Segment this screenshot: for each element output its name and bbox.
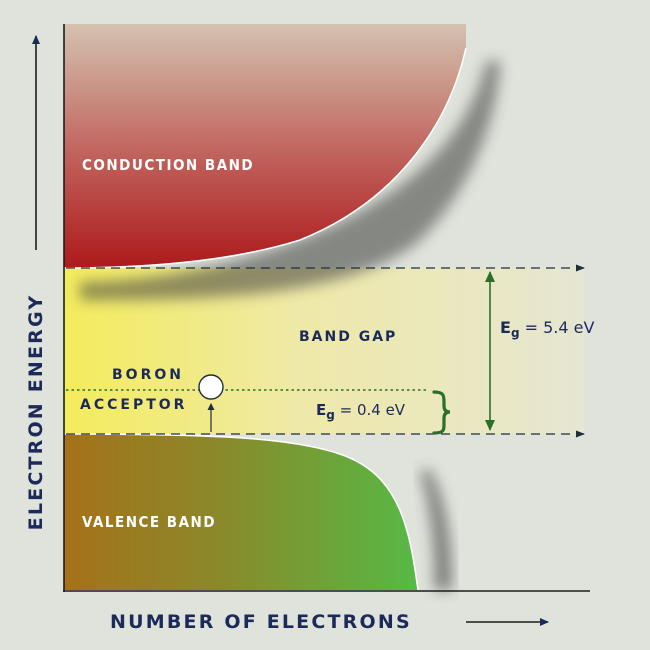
valence-band-label: VALENCE BAND xyxy=(82,513,217,531)
acceptor-gap-brace xyxy=(432,390,451,435)
conduction-band-edge xyxy=(63,47,467,269)
valence-band-shape xyxy=(64,434,418,590)
y-axis-title: ELECTRON ENERGY xyxy=(25,293,47,531)
valence-band-shadow xyxy=(420,470,452,590)
conduction-band-shape xyxy=(64,24,466,268)
conduction-band-label: CONDUCTION BAND xyxy=(82,156,255,174)
eg-symbol: E xyxy=(500,318,511,337)
eg-symbol-acceptor: E xyxy=(316,401,327,419)
conduction-band-shadow xyxy=(80,60,500,300)
eg-subscript: g xyxy=(510,326,520,340)
acceptor-label: ACCEPTOR xyxy=(80,397,188,413)
eg-subscript-acceptor: g xyxy=(326,408,335,422)
valence-band-edge xyxy=(63,433,419,591)
acceptor-energy-value: = 0.4 eV xyxy=(334,401,406,419)
band-gap-energy-label: Eg = 5.4 eV xyxy=(500,318,595,340)
acceptor-energy-label: Eg = 0.4 eV xyxy=(316,401,406,422)
x-axis-title: NUMBER OF ELECTRONS xyxy=(110,611,412,633)
band-gap-energy-value: = 5.4 eV xyxy=(519,318,595,337)
band-gap-label: BAND GAP xyxy=(299,329,398,345)
boron-label: BORON xyxy=(112,367,184,383)
hole-circle xyxy=(198,374,224,400)
